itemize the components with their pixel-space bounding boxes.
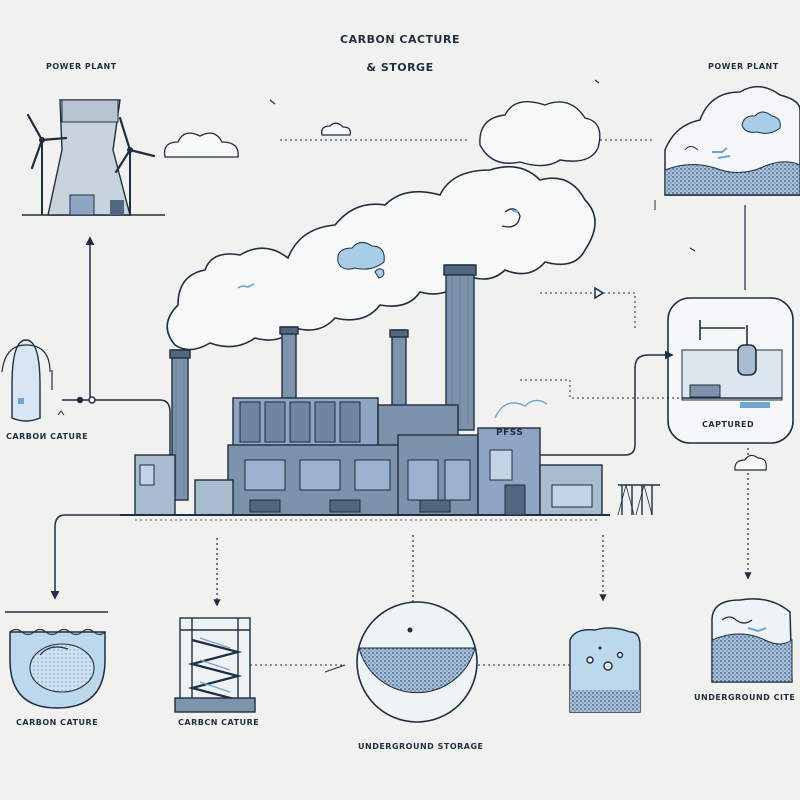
pylon-fence <box>617 483 660 516</box>
label-carbon-capture-bottom-2: CARBCN CATURE <box>178 718 260 727</box>
label-carbon-capture-bottom-1: CARBON CATURE <box>16 718 99 727</box>
label-power-plant-left: POWER PLANT <box>46 62 117 71</box>
building-sign: PFSS <box>496 428 524 438</box>
diagram-title: CARBON CACTURE & STORGE <box>300 26 500 82</box>
tick-marks <box>269 79 696 252</box>
factory-building <box>120 397 610 516</box>
power-plant-left-illustration <box>22 99 165 216</box>
cloud-small-right <box>734 454 767 471</box>
steam-curl <box>494 399 548 419</box>
cloud-small-top <box>163 122 351 158</box>
label-underground-storage: UNDERGROUND STORAGE <box>358 742 484 751</box>
flow-connectors <box>50 139 752 673</box>
underground-storage-sphere <box>356 601 478 723</box>
label-underground-site: UNDERGROUND CITE <box>694 693 796 702</box>
title-line-2: & STORGE <box>366 61 434 74</box>
carbon-capture-column <box>174 617 256 713</box>
carbon-capture-left-illustration <box>1 339 65 422</box>
underground-site-illustration <box>711 598 793 683</box>
title-line-1: CARBON CACTURE <box>340 33 460 46</box>
chimney-texture <box>175 275 469 495</box>
capture-unit-illustration <box>667 297 794 444</box>
power-plant-right-illustration <box>664 86 800 196</box>
carbon-capture-tank-1 <box>5 611 108 709</box>
cloud-top-right <box>479 101 601 167</box>
smoke-clouds <box>166 165 596 351</box>
label-carbon-capture-left: CARBOИ CATURE <box>6 432 89 441</box>
storage-vessel <box>569 627 641 713</box>
factory-windows <box>139 401 593 516</box>
label-capture-unit: CAPTURED <box>702 420 755 429</box>
label-power-plant-right: POWER PLANT <box>708 62 779 71</box>
